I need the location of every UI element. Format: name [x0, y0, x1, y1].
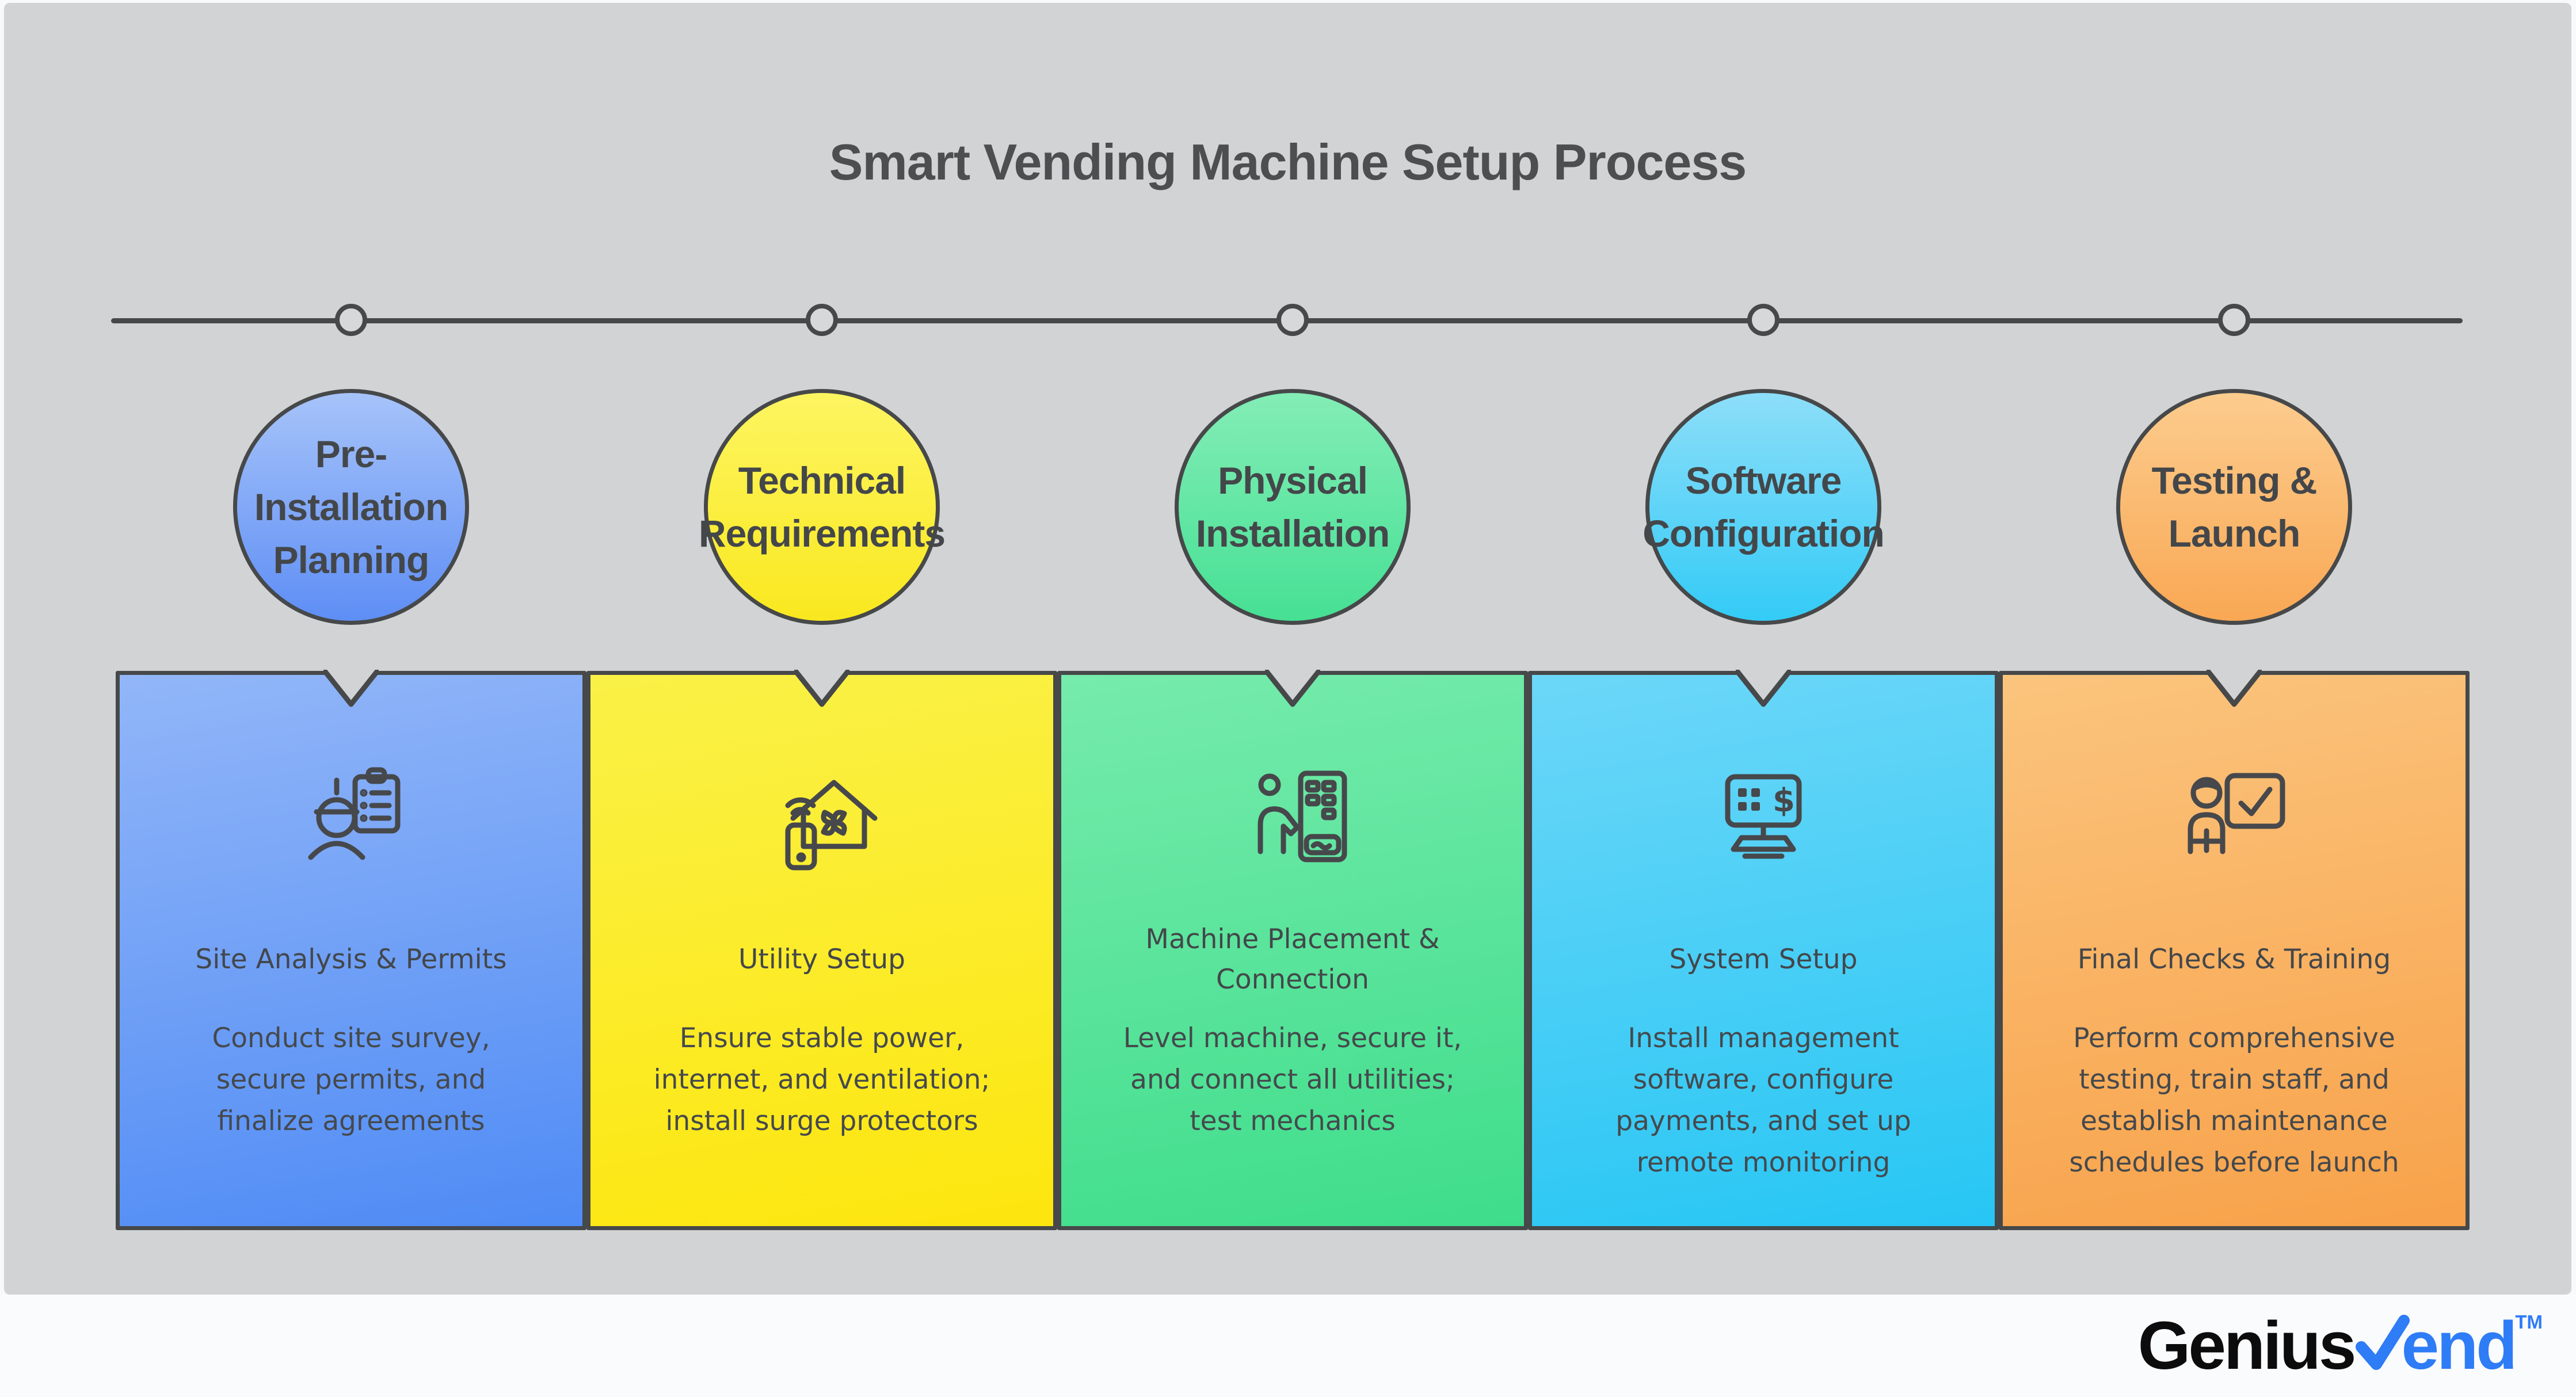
- card-title-line: Utility Setup: [738, 944, 905, 975]
- card-title-line: Connection: [1216, 964, 1369, 995]
- card-description-line: remote monitoring: [1636, 1147, 1891, 1178]
- card-description-line: and connect all utilities;: [1130, 1064, 1455, 1096]
- stage-circle-label: Launch: [2168, 512, 2301, 555]
- card-title: Site Analysis & Permits: [158, 917, 544, 1003]
- timeline-marker: [335, 304, 367, 336]
- page-title: Smart Vending Machine Setup Process: [829, 133, 1747, 190]
- card-description-line: software, configure: [1633, 1064, 1894, 1096]
- stage-circle-label: Installation: [254, 486, 448, 528]
- card-notch: [1265, 670, 1320, 707]
- card-notch: [2207, 670, 2262, 707]
- card-description: Perform comprehensive testing, train sta…: [2041, 1018, 2428, 1184]
- card-description: Level machine, secure it, and connect al…: [1099, 1018, 1486, 1142]
- stage-circle-label: Testing &: [2151, 459, 2318, 502]
- card-notch: [1736, 670, 1791, 707]
- stage-circle-label: Requirements: [698, 512, 946, 555]
- card-title: Machine Placement & Connection: [1099, 917, 1486, 1003]
- stage-circle-label: Pre-: [315, 433, 387, 475]
- stage-circle-label: Technical: [738, 459, 906, 502]
- card-title-line: Machine Placement &: [1145, 923, 1440, 955]
- card-physical-installation: Machine Placement & Connection Level mac…: [1057, 670, 1528, 1230]
- stage-circle-label: Configuration: [1643, 512, 1885, 555]
- stage-circle-label: Physical: [1218, 459, 1368, 502]
- footer: Genius end TM: [0, 1295, 2576, 1397]
- timeline-marker: [806, 304, 838, 336]
- geniusvend-logo: Genius end TM: [2138, 1307, 2543, 1385]
- card-description-line: Install management: [1628, 1022, 1899, 1054]
- person-vending-machine-icon: [1235, 755, 1350, 876]
- card-description-line: testing, train staff, and: [2079, 1064, 2390, 1096]
- card-notch: [794, 670, 849, 707]
- stage-circle-label: Planning: [273, 539, 430, 581]
- card-description-line: install surge protectors: [665, 1105, 978, 1137]
- card-description: Install management software, configure p…: [1570, 1018, 1957, 1184]
- card-description: Ensure stable power, internet, and venti…: [628, 1018, 1015, 1142]
- card-description-line: Level machine, secure it,: [1123, 1022, 1462, 1054]
- card-title-line: System Setup: [1669, 944, 1858, 975]
- card-description-line: test mechanics: [1190, 1105, 1396, 1137]
- card-title-line: Site Analysis & Permits: [195, 944, 507, 975]
- timeline-marker: [2218, 304, 2250, 336]
- card-description-line: Perform comprehensive: [2073, 1022, 2395, 1054]
- card-title: Utility Setup: [628, 917, 1015, 1003]
- card-description-line: establish maintenance: [2080, 1105, 2388, 1137]
- stage-circle-software-configuration: Software Configuration: [1643, 389, 1885, 625]
- card-description-line: finalize agreements: [217, 1105, 485, 1137]
- worker-clipboard-icon: [294, 755, 409, 876]
- check-v-icon: [2355, 1315, 2410, 1370]
- stage-circle-testing-launch: Testing & Launch: [2116, 389, 2352, 625]
- card-title: System Setup: [1570, 917, 1957, 1003]
- stage-circle-label: Software: [1685, 459, 1842, 502]
- payment-terminal-icon: $: [1706, 755, 1821, 876]
- card-technical-requirements: Utility Setup Ensure stable power, inter…: [586, 670, 1057, 1230]
- card-title: Final Checks & Training: [2041, 917, 2428, 1003]
- stage-circle-label: Installation: [1195, 512, 1390, 555]
- card-description-line: internet, and ventilation;: [653, 1064, 990, 1096]
- card-testing-launch: Final Checks & Training Perform comprehe…: [1999, 670, 2470, 1230]
- timeline-marker: [1276, 304, 1309, 336]
- card-pre-installation-planning: Site Analysis & Permits Conduct site sur…: [116, 670, 586, 1230]
- card-description-line: secure permits, and: [216, 1064, 486, 1096]
- card-description: Conduct site survey, secure permits, and…: [158, 1018, 544, 1142]
- card-title-line: Final Checks & Training: [2077, 944, 2391, 975]
- card-description-line: Conduct site survey,: [212, 1022, 490, 1054]
- timeline-marker: [1747, 304, 1779, 336]
- card-notch: [323, 670, 379, 707]
- trainer-checkboard-icon: [2177, 755, 2292, 876]
- diagram-canvas: Smart Vending Machine Setup Process Pre-…: [4, 3, 2571, 1295]
- stage-circle-pre-installation-planning: Pre- Installation Planning: [233, 389, 469, 625]
- card-description-line: payments, and set up: [1615, 1105, 1911, 1137]
- stage-circle-physical-installation: Physical Installation: [1175, 389, 1411, 625]
- card-software-configuration: $ System Setup Install management softwa…: [1528, 670, 1999, 1230]
- logo-text-vend: end: [2401, 1308, 2518, 1384]
- card-description-line: schedules before launch: [2069, 1147, 2399, 1178]
- svg-text:$: $: [1773, 782, 1795, 819]
- logo-text-genius: Genius: [2137, 1308, 2357, 1384]
- stage-circle-technical-requirements: Technical Requirements: [699, 389, 946, 625]
- house-ventilation-phone-icon: [764, 755, 879, 876]
- card-description-line: Ensure stable power,: [679, 1022, 965, 1054]
- logo-trademark: TM: [2515, 1311, 2543, 1333]
